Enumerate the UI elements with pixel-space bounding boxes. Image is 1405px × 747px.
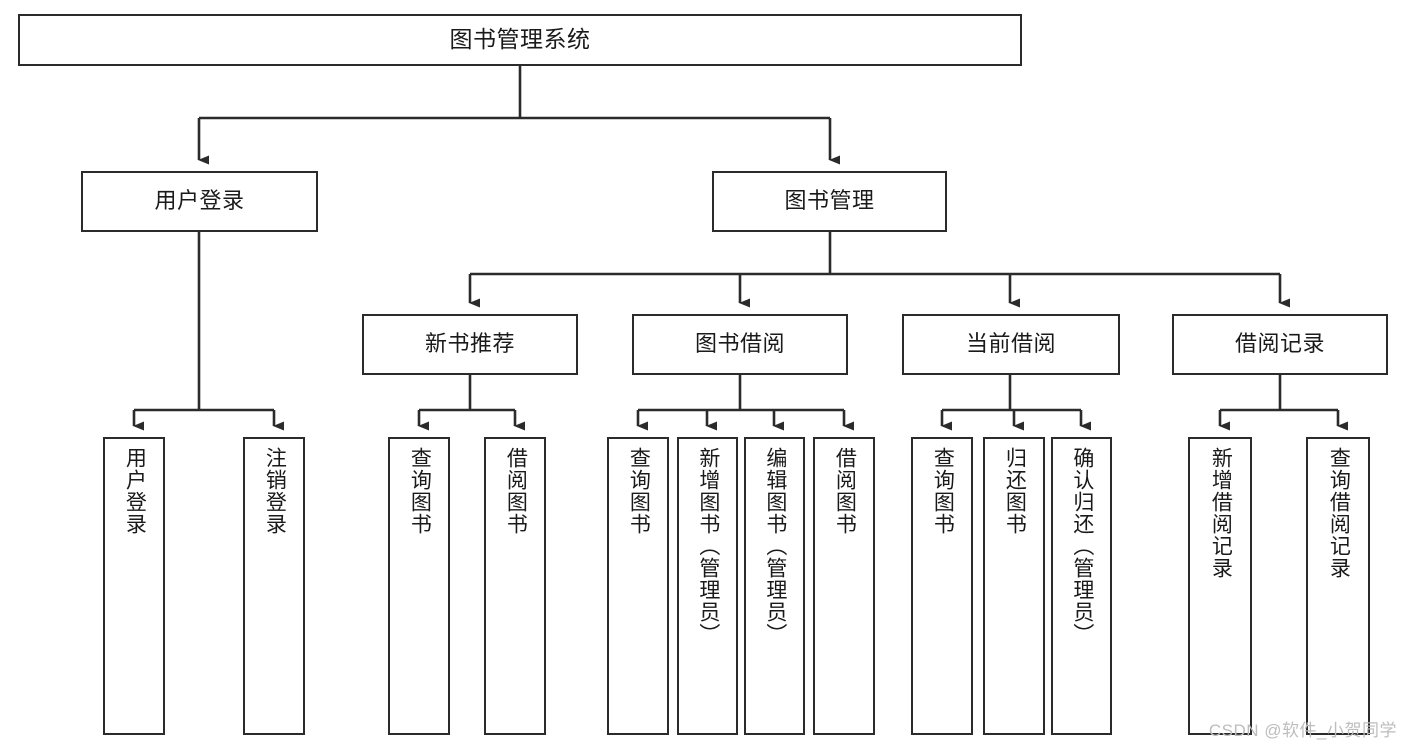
leaf-edit-book-admin-label: 编辑图书（管理员） xyxy=(763,447,787,645)
leaf-query-borrow-record-label: 查询借阅记录 xyxy=(1327,447,1351,579)
node-current-borrow-label: 当前借阅 xyxy=(965,331,1056,357)
leaf-logout[interactable]: 注销登录 xyxy=(243,437,305,735)
leaf-logout-label: 注销登录 xyxy=(263,447,287,535)
node-book-management-label: 图书管理 xyxy=(784,188,875,214)
leaf-query-book-borrow[interactable]: 查询图书 xyxy=(607,437,669,735)
leaf-return-book-label: 归还图书 xyxy=(1003,447,1027,535)
csdn-watermark: CSDN @软件_小贺同学 xyxy=(1208,721,1397,740)
node-new-book-recommend-label: 新书推荐 xyxy=(424,331,515,357)
leaf-query-borrow-record[interactable]: 查询借阅记录 xyxy=(1306,437,1370,735)
leaf-confirm-return-admin-label: 确认归还（管理员） xyxy=(1070,447,1094,645)
leaf-borrow-book[interactable]: 借阅图书 xyxy=(813,437,875,735)
node-book-borrow[interactable]: 图书借阅 xyxy=(632,314,848,375)
leaf-add-borrow-record[interactable]: 新增借阅记录 xyxy=(1188,437,1252,735)
node-root-label: 图书管理系统 xyxy=(449,26,591,53)
leaf-query-book-current-label: 查询图书 xyxy=(931,447,955,535)
leaf-add-borrow-record-label: 新增借阅记录 xyxy=(1209,447,1233,579)
leaf-query-book-borrow-label: 查询图书 xyxy=(627,447,651,535)
node-book-management[interactable]: 图书管理 xyxy=(712,171,947,232)
node-root[interactable]: 图书管理系统 xyxy=(18,14,1022,66)
node-book-borrow-label: 图书借阅 xyxy=(694,331,785,357)
node-new-book-recommend[interactable]: 新书推荐 xyxy=(362,314,578,375)
leaf-borrow-book-recommend-label: 借阅图书 xyxy=(504,447,528,535)
leaf-user-login-label: 用户登录 xyxy=(123,447,147,535)
leaf-query-book-recommend-label: 查询图书 xyxy=(408,447,432,535)
leaf-add-book-admin[interactable]: 新增图书（管理员） xyxy=(677,437,738,735)
leaf-query-book-recommend[interactable]: 查询图书 xyxy=(388,437,450,735)
leaf-add-book-admin-label: 新增图书（管理员） xyxy=(696,447,720,645)
node-borrow-record[interactable]: 借阅记录 xyxy=(1172,314,1388,375)
node-user-login[interactable]: 用户登录 xyxy=(81,171,318,232)
leaf-return-book[interactable]: 归还图书 xyxy=(983,437,1045,735)
leaf-confirm-return-admin[interactable]: 确认归还（管理员） xyxy=(1051,437,1112,735)
node-user-login-label: 用户登录 xyxy=(154,188,245,214)
leaf-user-login[interactable]: 用户登录 xyxy=(103,437,165,735)
leaf-query-book-current[interactable]: 查询图书 xyxy=(911,437,973,735)
leaf-borrow-book-recommend[interactable]: 借阅图书 xyxy=(484,437,546,735)
node-borrow-record-label: 借阅记录 xyxy=(1234,331,1325,357)
node-current-borrow[interactable]: 当前借阅 xyxy=(902,314,1120,375)
leaf-edit-book-admin[interactable]: 编辑图书（管理员） xyxy=(744,437,805,735)
leaf-borrow-book-label: 借阅图书 xyxy=(833,447,857,535)
